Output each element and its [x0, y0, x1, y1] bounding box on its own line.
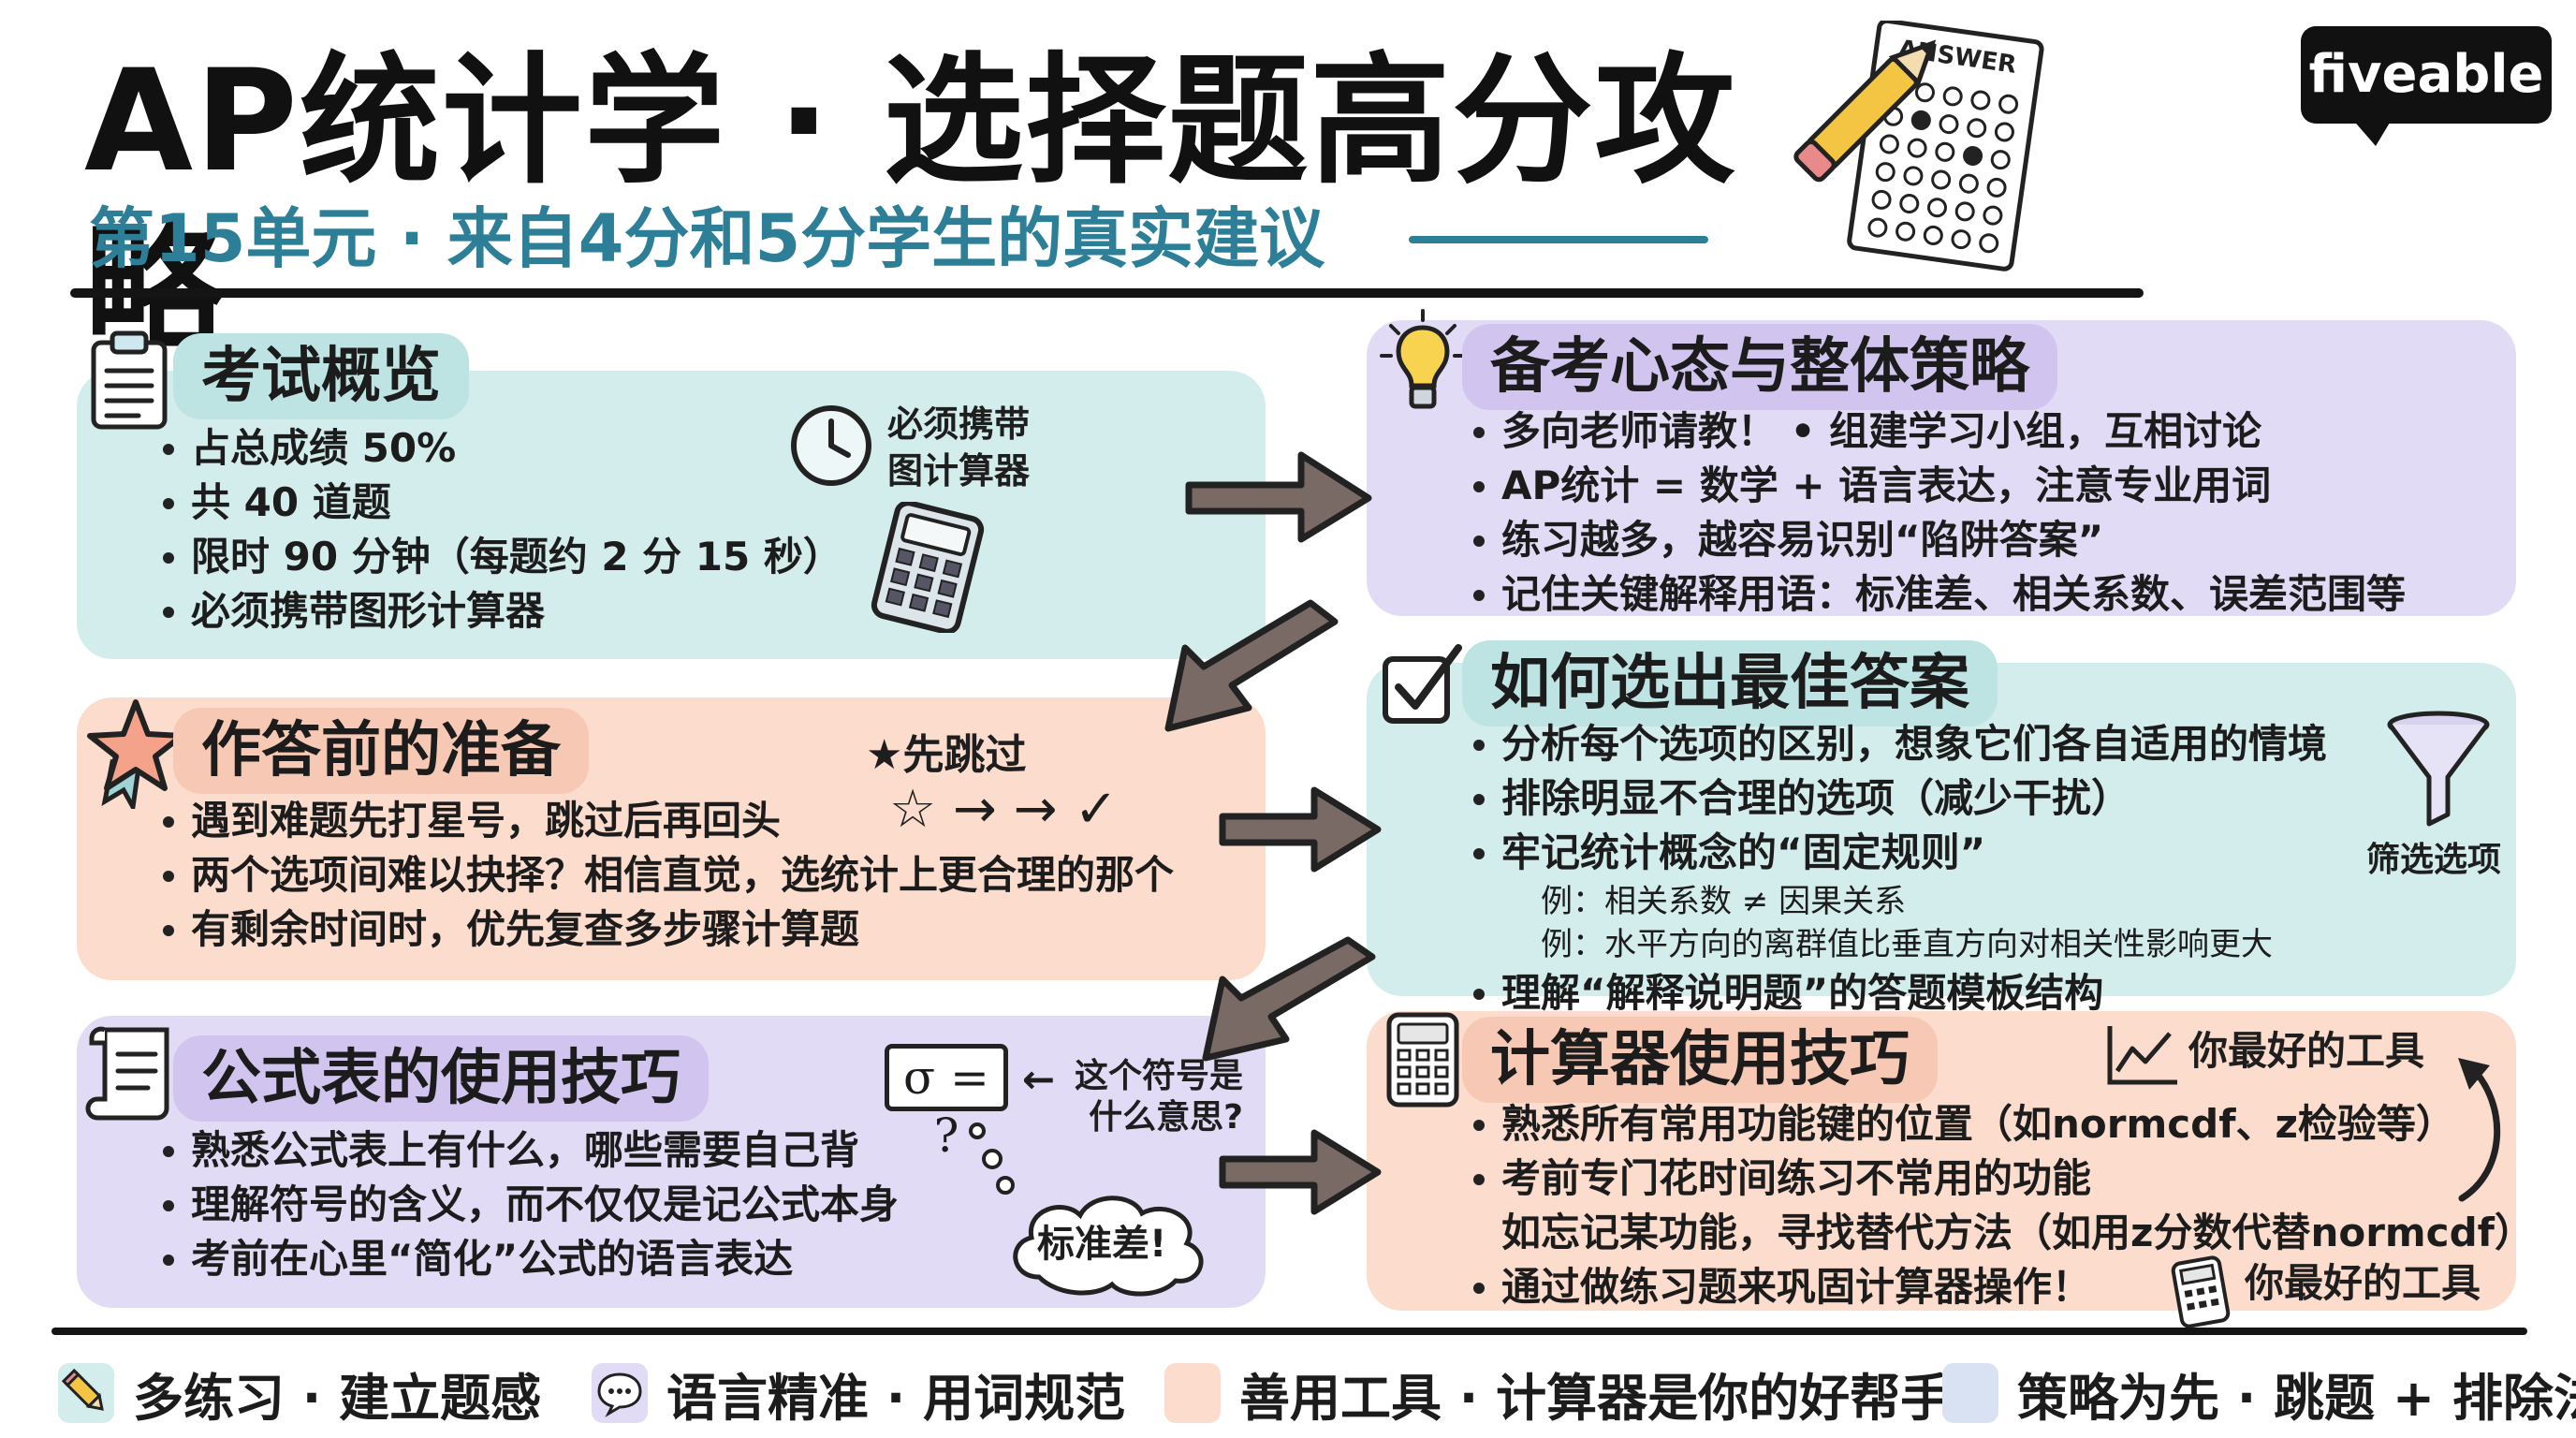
- list-item: 练习越多，越容易识别“陷阱答案”: [1468, 513, 2406, 567]
- skip-first-note: ★先跳过: [866, 731, 1027, 779]
- arrow-left-icon: ←: [1022, 1056, 1056, 1102]
- example-item: 例：水平方向的离群值比垂直方向对相关性影响更大: [1541, 926, 2273, 963]
- scroll-icon: [85, 1026, 169, 1121]
- sigma-box: σ = ?: [885, 1044, 1008, 1163]
- line-graph-icon: [2107, 1026, 2177, 1085]
- answer-sheet-icon: ANSWER: [1793, 21, 2044, 271]
- funnel-icon: [2387, 711, 2490, 827]
- logo-tail: [2351, 118, 2393, 146]
- legend-swatch: [1164, 1363, 1221, 1423]
- list-item: 通过做练习题来巩固计算器操作！: [1468, 1260, 2534, 1314]
- legend-item-tools: 善用工具 · 计算器是你的好帮手: [1164, 1356, 1951, 1431]
- header-divider: [70, 288, 2144, 298]
- thought-cloud-text: 标准差!: [1037, 1223, 1167, 1266]
- subtitle-underline: [1409, 236, 1708, 243]
- arrow-down-left-icon: [1202, 936, 1376, 1062]
- legend-text: 语言精准 · 用词规范: [666, 1368, 1126, 1428]
- prep-title: 作答前的准备: [173, 708, 589, 794]
- example-item: 例：相关系数 ≠ 因果关系: [1541, 883, 1907, 920]
- list-item: 占总成绩 50%: [157, 421, 842, 476]
- clipboard-icon: [91, 330, 168, 430]
- list-item: 限时 90 分钟（每题约 2 分 15 秒）: [157, 530, 842, 584]
- footer-divider: [51, 1328, 2527, 1335]
- list-item: 熟悉公式表上有什么，哪些需要自己背: [157, 1123, 899, 1178]
- speech-bubble-icon: [592, 1363, 648, 1423]
- list-item: 考前在心里“简化”公式的语言表达: [157, 1232, 899, 1286]
- prep-list: 遇到难题先打星号，跳过后再回头 两个选项间难以抉择？相信直觉，选统计上更合理的那…: [157, 794, 1174, 957]
- best-tool-note-top: 你最好的工具: [2188, 1028, 2425, 1074]
- thought-dots-icon: [969, 1123, 1015, 1195]
- exam-overview-title: 考试概览: [173, 333, 469, 419]
- list-item: 理解符号的含义，而不仅仅是记公式本身: [157, 1178, 899, 1232]
- skip-flow-icon: ☆ → → ✓: [889, 779, 1119, 840]
- calculator-required-note: 必须携带 图计算器: [887, 404, 1031, 492]
- legend-swatch: [1942, 1363, 1998, 1423]
- legend-text: 多练习 · 建立题感: [133, 1368, 542, 1428]
- list-item: 有剩余时间时，优先复查多步骤计算题: [157, 902, 1174, 957]
- mindset-title: 备考心态与整体策略: [1462, 324, 2057, 410]
- symbol-question-note: 这个符号是 什么意思?: [1075, 1057, 1244, 1137]
- calculator-small-icon: [1386, 1012, 1459, 1108]
- list-item: 记住关键解释用语：标准差、相关系数、误差范围等: [1468, 567, 2406, 622]
- pencil-icon: [58, 1363, 114, 1423]
- arrow-right-icon: [1219, 1129, 1382, 1215]
- list-item: 牢记统计概念的“固定规则”: [1468, 826, 2327, 880]
- calculator-mini-icon: [2171, 1255, 2231, 1328]
- fiveable-logo: fiveable: [2301, 26, 2552, 124]
- curved-arrow-icon: [2458, 1058, 2501, 1202]
- checkbox-icon: [1383, 644, 1462, 724]
- calculator-list: 熟悉所有常用功能键的位置（如normcdf、z检验等） 考前专门花时间练习不常用…: [1468, 1097, 2534, 1314]
- exam-overview-list: 占总成绩 50% 共 40 道题 限时 90 分钟（每题约 2 分 15 秒） …: [157, 421, 842, 638]
- list-item: 排除明显不合理的选项（减少干扰）: [1468, 771, 2327, 826]
- list-item: 必须携带图形计算器: [157, 584, 842, 638]
- list-item: 多向老师请教！ • 组建学习小组，互相讨论: [1468, 404, 2406, 459]
- best-answer-title: 如何选出最佳答案: [1462, 640, 1998, 726]
- best-answer-list: 分析每个选项的区别，想象它们各自适用的情境 排除明显不合理的选项（减少干扰） 牢…: [1468, 717, 2327, 1020]
- legend-text: 策略为先 · 跳题 + 排除法: [2017, 1368, 2576, 1428]
- list-item: 遇到难题先打星号，跳过后再回头: [157, 794, 1174, 848]
- list-item: 两个选项间难以抉择？相信直觉，选统计上更合理的那个: [157, 848, 1174, 902]
- mindset-list: 多向老师请教！ • 组建学习小组，互相讨论 AP统计 = 数学 + 语言表达，注…: [1468, 404, 2406, 622]
- list-item: 共 40 道题: [157, 476, 842, 530]
- page-subtitle: 第15单元 · 来自4分和5分学生的真实建议: [89, 200, 1325, 277]
- clock-icon: [791, 405, 871, 486]
- list-item: AP统计 = 数学 + 语言表达，注意专业用词: [1468, 459, 2406, 513]
- legend-item-practice: 多练习 · 建立题感: [58, 1356, 541, 1431]
- legend-text: 善用工具 · 计算器是你的好帮手: [1239, 1368, 1952, 1428]
- arrow-right-icon: [1185, 451, 1372, 543]
- list-item: 考前专门花时间练习不常用的功能: [1468, 1152, 2534, 1206]
- calculator-icon: [871, 502, 985, 633]
- lightbulb-icon: [1380, 309, 1466, 409]
- calculator-title: 计算器使用技巧: [1462, 1017, 1938, 1103]
- list-item: 熟悉所有常用功能键的位置（如normcdf、z检验等）: [1468, 1097, 2534, 1152]
- legend-item-strategy: 策略为先 · 跳题 + 排除法: [1942, 1356, 2576, 1431]
- star-badge-icon: [87, 699, 184, 809]
- filter-options-note: 筛选选项: [2366, 841, 2502, 879]
- list-item: 分析每个选项的区别，想象它们各自适用的情境: [1468, 717, 2327, 771]
- legend-item-language: 语言精准 · 用词规范: [592, 1356, 1125, 1431]
- list-item: 如忘记某功能，寻找替代方法（如用z分数代替normcdf）: [1501, 1210, 2534, 1255]
- best-tool-note-bottom: 你最好的工具: [2245, 1260, 2481, 1306]
- arrow-down-left-icon: [1164, 599, 1339, 732]
- formula-title: 公式表的使用技巧: [173, 1035, 709, 1122]
- arrow-right-icon: [1219, 786, 1382, 873]
- thought-cloud-icon: [1013, 1196, 1204, 1297]
- list-item: 理解“解释说明题”的答题模板结构: [1468, 966, 2327, 1020]
- formula-list: 熟悉公式表上有什么，哪些需要自己背 理解符号的含义，而不仅仅是记公式本身 考前在…: [157, 1123, 899, 1286]
